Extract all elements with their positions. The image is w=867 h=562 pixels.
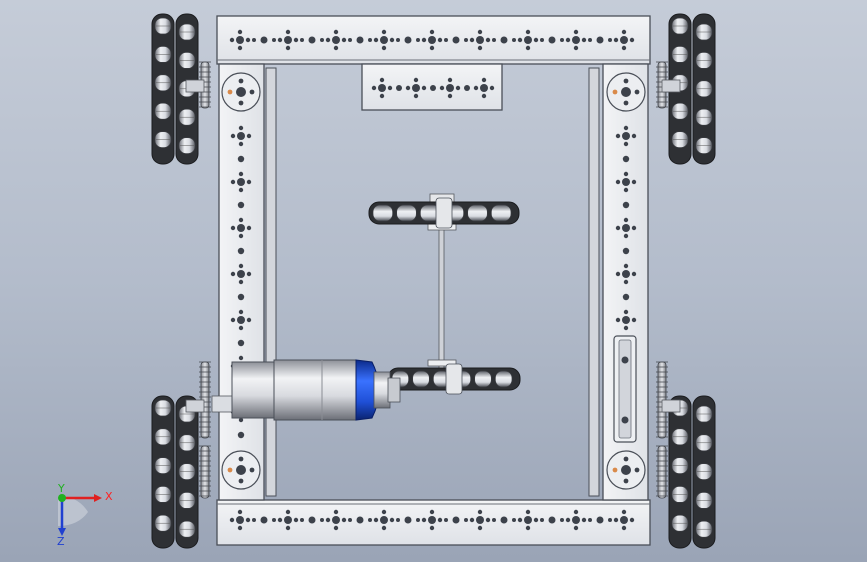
x-axis-label: X (105, 490, 113, 503)
chassis-frame (216, 15, 651, 546)
drive-sprockets (185, 61, 681, 499)
omni-wheel-rear-right (668, 395, 716, 549)
right-bearing-bracket (613, 335, 637, 443)
center-omni-wheel-bottom (387, 363, 521, 395)
drive-motor (211, 359, 401, 421)
center-omni-wheel-top (368, 197, 520, 229)
omni-wheel-rear-left (151, 395, 199, 549)
y-axis-marker (58, 494, 66, 502)
center-shaft-assembly (368, 193, 521, 395)
y-axis-label: Y (57, 482, 65, 495)
orientation-triad: X Y Z (57, 482, 113, 546)
z-axis-label: Z (57, 535, 65, 546)
